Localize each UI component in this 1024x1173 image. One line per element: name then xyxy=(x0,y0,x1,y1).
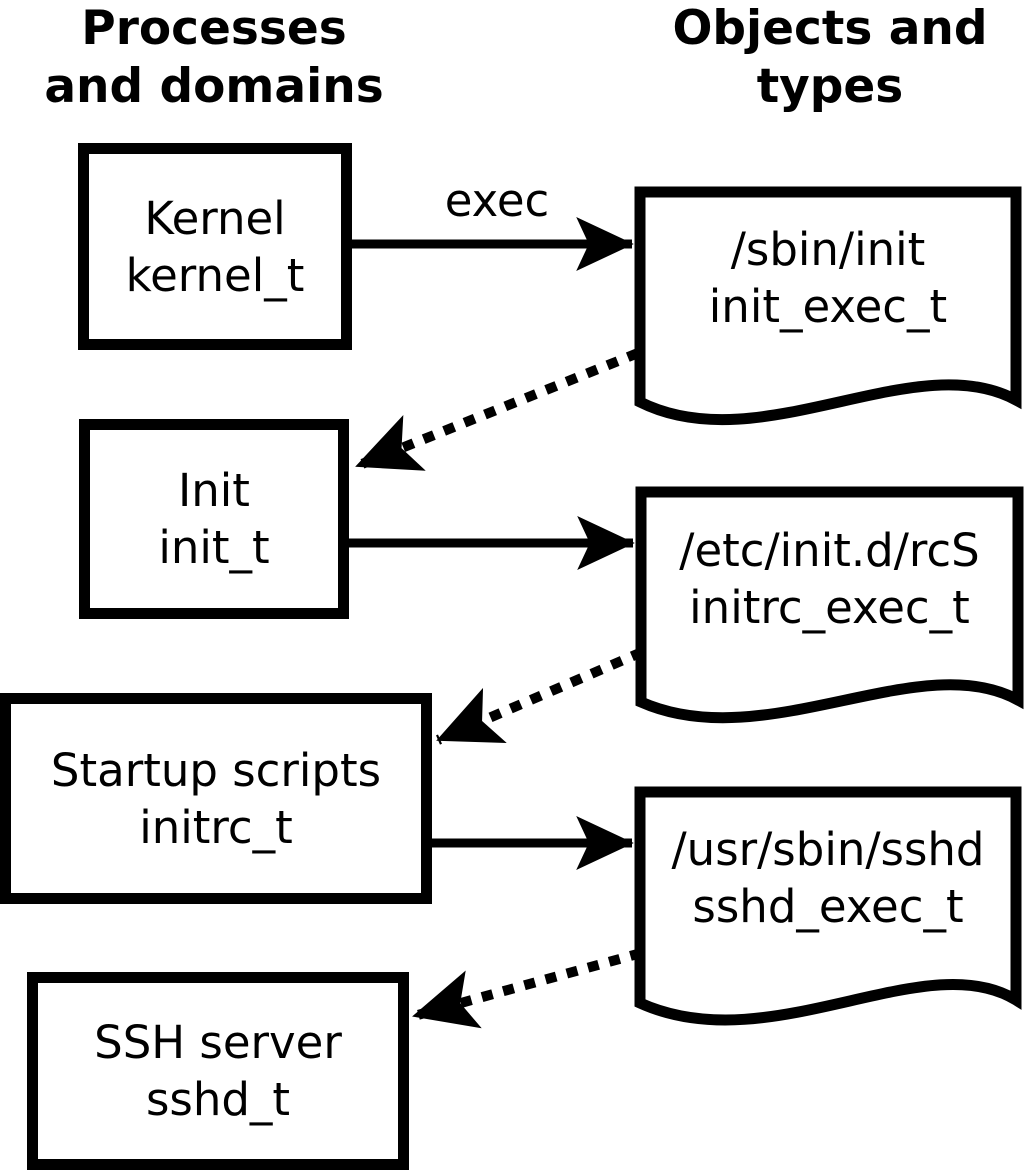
column-title-processes-line2: and domains xyxy=(44,59,384,114)
object-label-usr-sbin-sshd: /usr/sbin/sshd sshd_exec_t xyxy=(640,792,1016,964)
object-type: sshd_exec_t xyxy=(692,880,964,933)
object-path: /sbin/init xyxy=(730,223,926,276)
process-box-init: Init init_t xyxy=(79,419,349,619)
process-box-startup-scripts: Startup scripts initrc_t xyxy=(0,693,432,904)
column-title-objects-line2: types xyxy=(756,59,904,114)
process-name: Startup scripts xyxy=(50,743,382,797)
object-path: /etc/init.d/rcS xyxy=(679,524,980,577)
column-title-objects: Objects and types xyxy=(636,0,1024,116)
process-name: SSH server xyxy=(94,1016,342,1069)
object-label-etc-initd-rcs: /etc/init.d/rcS initrc_exec_t xyxy=(641,492,1018,666)
column-title-processes-line1: Processes xyxy=(81,1,347,56)
object-path: /usr/sbin/sshd xyxy=(671,823,985,876)
column-title-objects-line1: Objects and xyxy=(672,1,988,56)
process-domain-type: sshd_t xyxy=(145,1073,291,1126)
dotted-arrow-init-exec-to-init xyxy=(355,348,640,471)
process-name: Kernel xyxy=(144,191,286,245)
column-title-processes: Processes and domains xyxy=(0,0,428,116)
object-label-sbin-init: /sbin/init init_exec_t xyxy=(640,192,1016,364)
object-type: init_exec_t xyxy=(708,280,948,333)
exec-arrow-label: exec xyxy=(444,174,550,227)
process-box-kernel: Kernel kernel_t xyxy=(78,143,352,350)
process-name: Init xyxy=(178,464,250,517)
process-box-ssh-server: SSH server sshd_t xyxy=(27,972,409,1170)
process-domain-type: initrc_t xyxy=(139,800,293,854)
dotted-arrow-sshd-exec-to-sshd xyxy=(412,948,643,1029)
object-type: initrc_exec_t xyxy=(689,581,970,634)
dotted-arrow-initrc-exec-to-initrc xyxy=(436,647,644,745)
process-domain-type: kernel_t xyxy=(125,248,305,302)
process-domain-type: init_t xyxy=(158,521,270,574)
